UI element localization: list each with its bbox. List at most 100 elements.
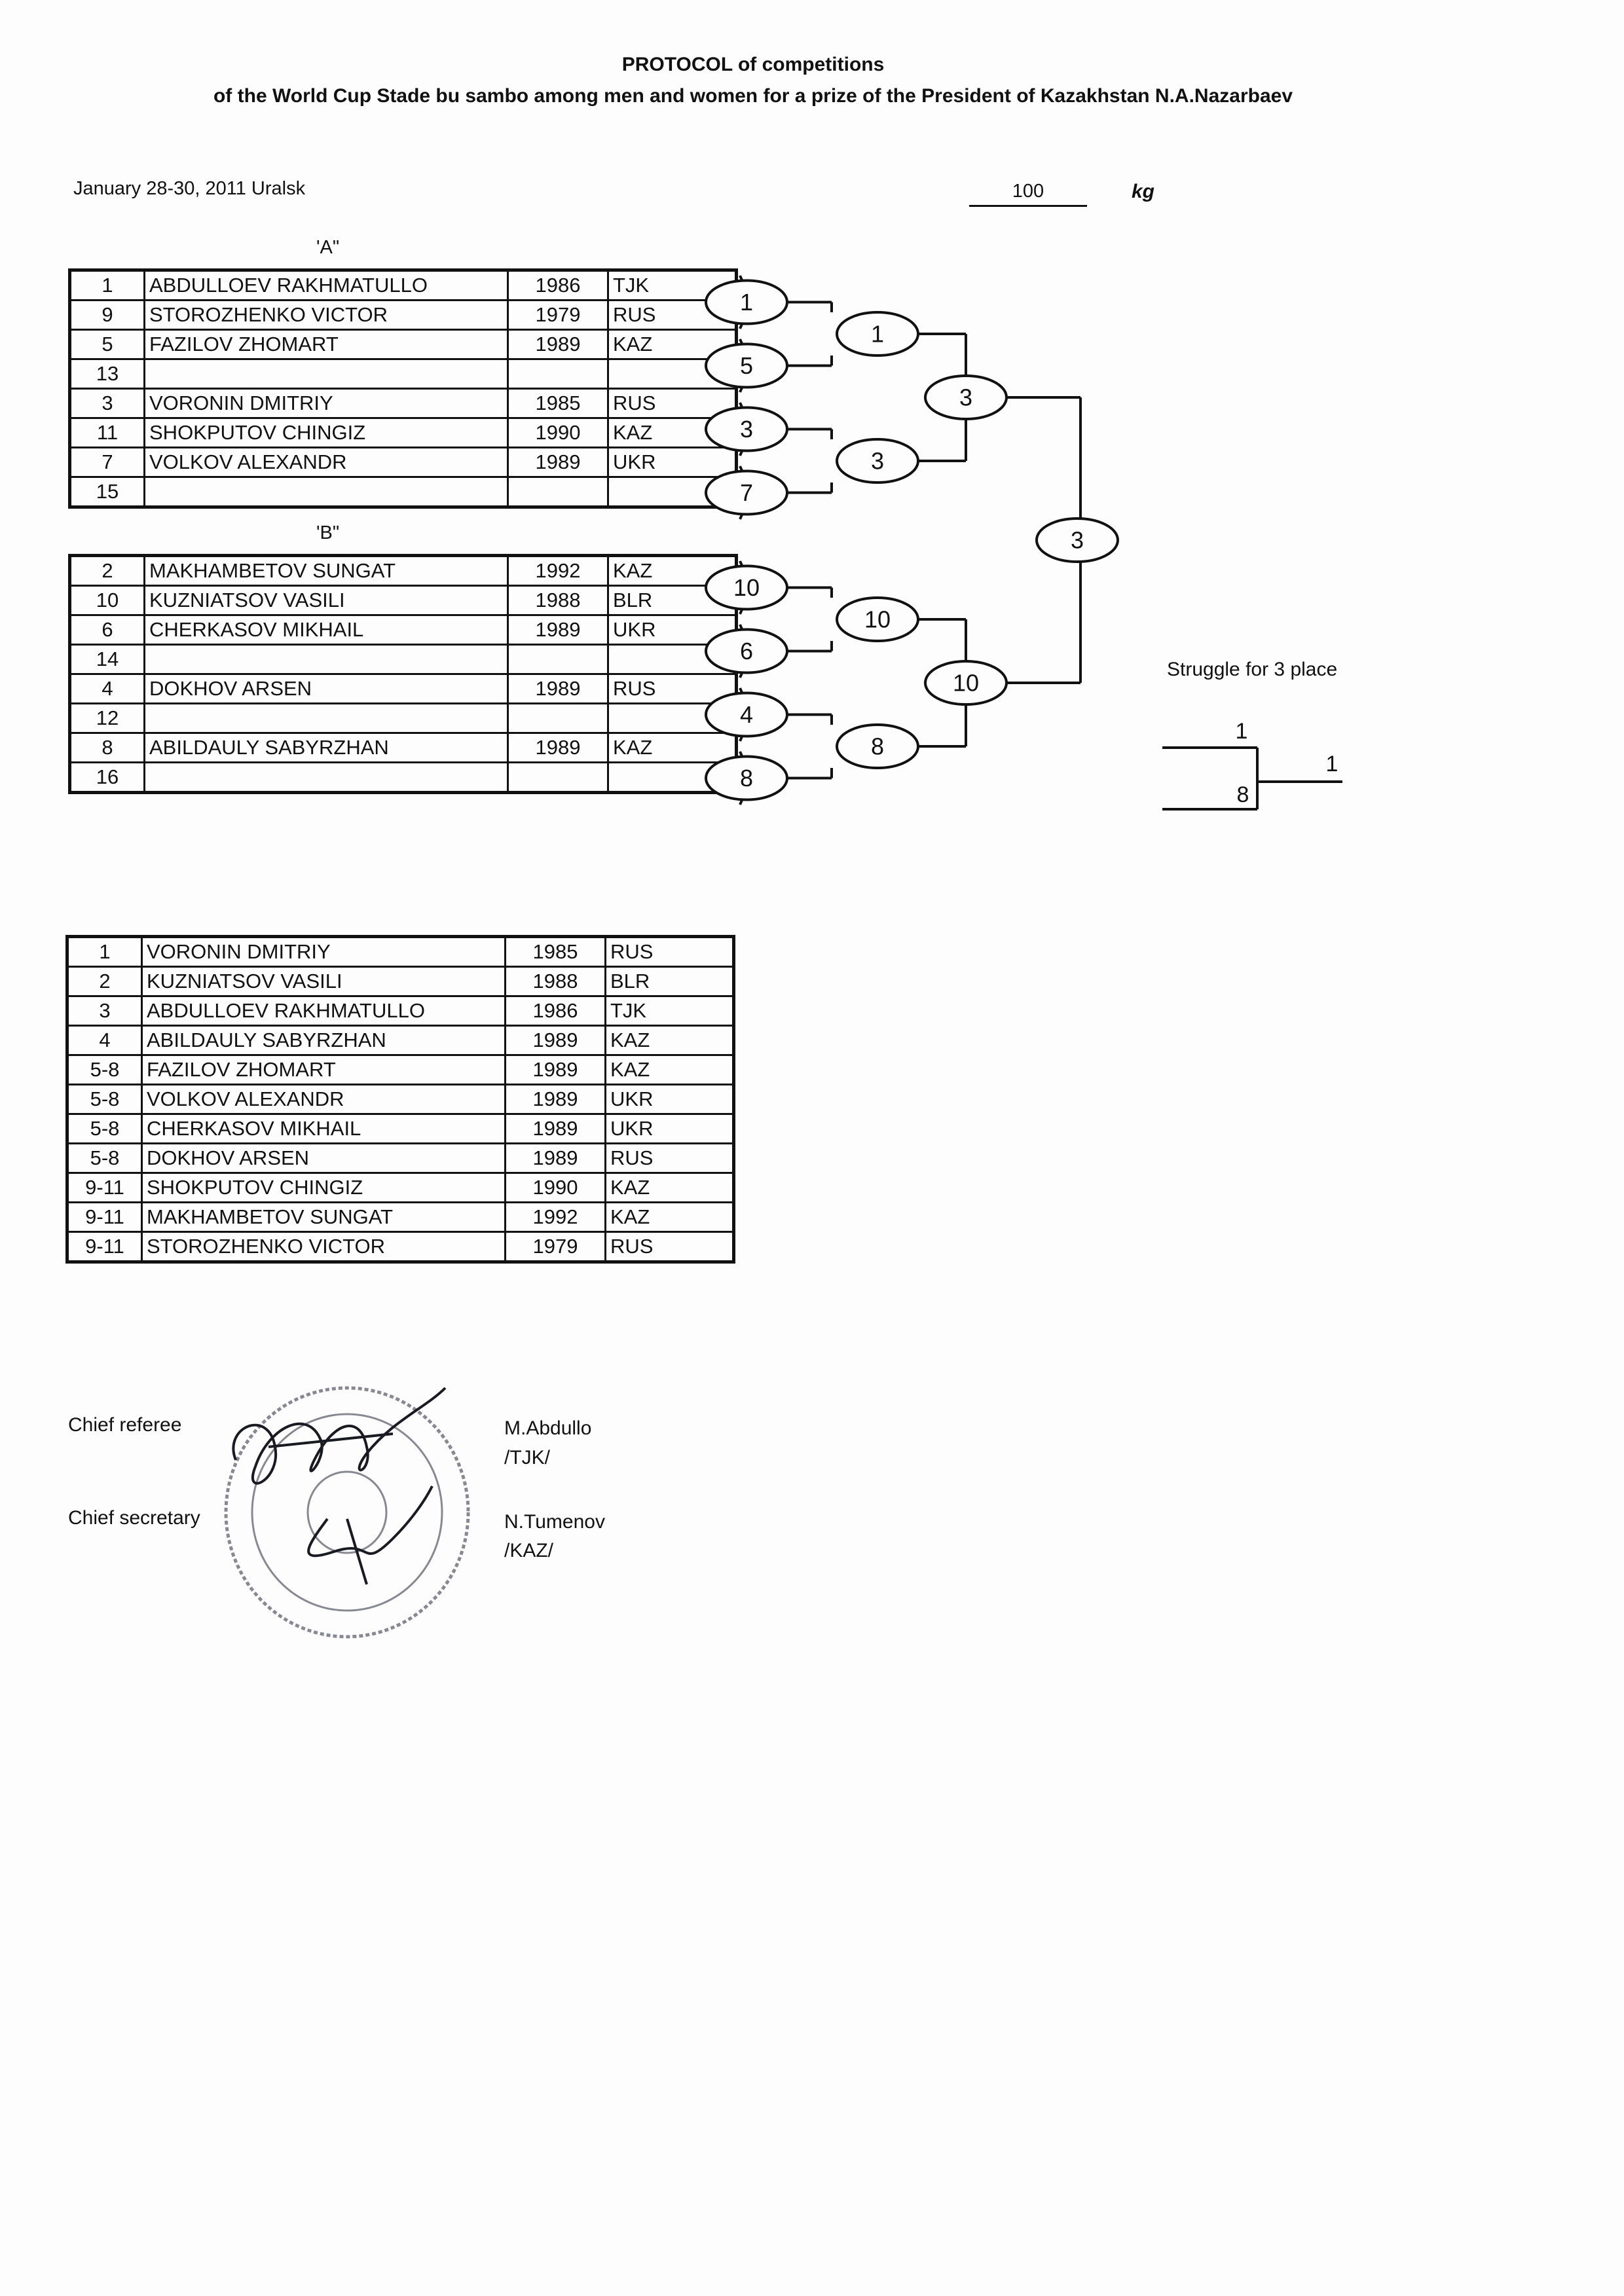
pool-b-row: 12 [69, 702, 737, 734]
chief-referee-label: Chief referee [68, 1414, 182, 1436]
results-year-cell: 1979 [504, 1231, 606, 1263]
pool-b-year-cell: 1989 [507, 673, 609, 704]
pool-b-country-cell: KAZ [607, 732, 737, 763]
pool-a-r2-1-winner: 1 [871, 321, 884, 348]
pool-b-year-cell [507, 702, 609, 734]
results-year-cell: 1989 [504, 1025, 606, 1056]
results-place-cell: 9-11 [66, 1231, 143, 1263]
pool-b-name-cell: DOKHOV ARSEN [143, 673, 509, 704]
results-name-cell: ABILDAULY SABYRZHAN [141, 1025, 506, 1056]
pool-a-r1-4-winner: 7 [740, 479, 753, 506]
pool-a-year-cell: 1986 [507, 269, 609, 301]
pool-a-year-cell: 1985 [507, 388, 609, 419]
pool-b-num-cell: 12 [69, 702, 145, 734]
pool-a-name-cell: FAZILOV ZHOMART [143, 329, 509, 360]
third-place-top: 1 [1236, 719, 1248, 744]
pool-b-r1-3-winner: 4 [740, 701, 753, 728]
date-place: January 28-30, 2011 Uralsk [73, 178, 306, 199]
results-name-cell: STOROZHENKO VICTOR [141, 1231, 506, 1263]
pool-a-name-cell: SHOKPUTOV CHINGIZ [143, 417, 509, 448]
results-country-cell: KAZ [604, 1201, 735, 1233]
pool-a-num-cell: 15 [69, 476, 145, 508]
pool-a-r1-1-winner: 1 [740, 289, 753, 316]
pool-a-year-cell: 1979 [507, 299, 609, 331]
pool-b-row: 16 [69, 761, 737, 793]
pool-b-num-cell: 14 [69, 644, 145, 675]
chief-secretary-name: N.Tumenov [504, 1511, 605, 1533]
results-place-cell: 4 [66, 1025, 143, 1056]
results-year-cell: 1989 [504, 1113, 606, 1144]
pool-a-num-cell: 5 [69, 329, 145, 360]
third-place-winner: 1 [1326, 752, 1338, 776]
results-place-cell: 9-11 [66, 1201, 143, 1233]
pool-b-year-cell: 1989 [507, 732, 609, 763]
pool-a-name-cell: ABDULLOEV RAKHMATULLO [143, 269, 509, 301]
results-name-cell: DOKHOV ARSEN [141, 1142, 506, 1174]
pool-b-name-cell: CHERKASOV MIKHAIL [143, 614, 509, 646]
results-place-cell: 2 [66, 966, 143, 997]
pool-a-name-cell: VORONIN DMITRIY [143, 388, 509, 419]
pool-b-num-cell: 10 [69, 585, 145, 616]
pool-a-year-cell [507, 358, 609, 390]
results-country-cell: UKR [604, 1084, 735, 1115]
results-year-cell: 1986 [504, 995, 606, 1027]
results-country-cell: KAZ [604, 1054, 735, 1085]
results-place-cell: 5-8 [66, 1054, 143, 1085]
chief-referee-country: /TJK/ [504, 1447, 551, 1468]
pool-b-r2-1-winner: 10 [864, 606, 891, 633]
results-place-cell: 3 [66, 995, 143, 1027]
pool-b-name-cell [143, 761, 509, 793]
results-name-cell: KUZNIATSOV VASILI [141, 966, 506, 997]
results-country-cell: UKR [604, 1113, 735, 1144]
pool-a-num-cell: 1 [69, 269, 145, 301]
results-name-cell: FAZILOV ZHOMART [141, 1054, 506, 1085]
results-country-cell: KAZ [604, 1025, 735, 1056]
pool-b-r1-4-winner: 8 [740, 765, 753, 792]
pool-a-r1-3-winner: 3 [740, 416, 753, 443]
pool-b-r1-1-winner: 10 [733, 574, 760, 601]
results-country-cell: RUS [604, 1231, 735, 1263]
results-name-cell: VORONIN DMITRIY [141, 936, 506, 968]
results-place-cell: 5-8 [66, 1084, 143, 1115]
pool-a-row: 15 [69, 476, 737, 508]
pool-a-country-cell: UKR [607, 446, 737, 478]
pool-b-name-cell: ABILDAULY SABYRZHAN [143, 732, 509, 763]
results-name-cell: VOLKOV ALEXANDR [141, 1084, 506, 1115]
pool-b-row: 14 [69, 644, 737, 675]
pool-b-label: 'B" [316, 522, 340, 543]
pool-a-pool-final-winner: 3 [959, 384, 972, 411]
third-place-label: Struggle for 3 place [1167, 659, 1338, 680]
chief-secretary-label: Chief secretary [68, 1507, 200, 1529]
pool-a-r1-2-winner: 5 [740, 352, 753, 379]
chief-secretary-country: /KAZ/ [504, 1540, 554, 1561]
results-place-cell: 9-11 [66, 1172, 143, 1203]
pool-b-country-cell: RUS [607, 673, 737, 704]
pool-a-name-cell [143, 358, 509, 390]
results-year-cell: 1989 [504, 1054, 606, 1085]
pool-a-year-cell: 1989 [507, 329, 609, 360]
final-winner: 3 [1071, 527, 1084, 554]
results-name-cell: ABDULLOEV RAKHMATULLO [141, 995, 506, 1027]
results-name-cell: CHERKASOV MIKHAIL [141, 1113, 506, 1144]
pool-a-name-cell: STOROZHENKO VICTOR [143, 299, 509, 331]
pool-b-year-cell: 1988 [507, 585, 609, 616]
results-country-cell: BLR [604, 966, 735, 997]
results-name-cell: MAKHAMBETOV SUNGAT [141, 1201, 506, 1233]
